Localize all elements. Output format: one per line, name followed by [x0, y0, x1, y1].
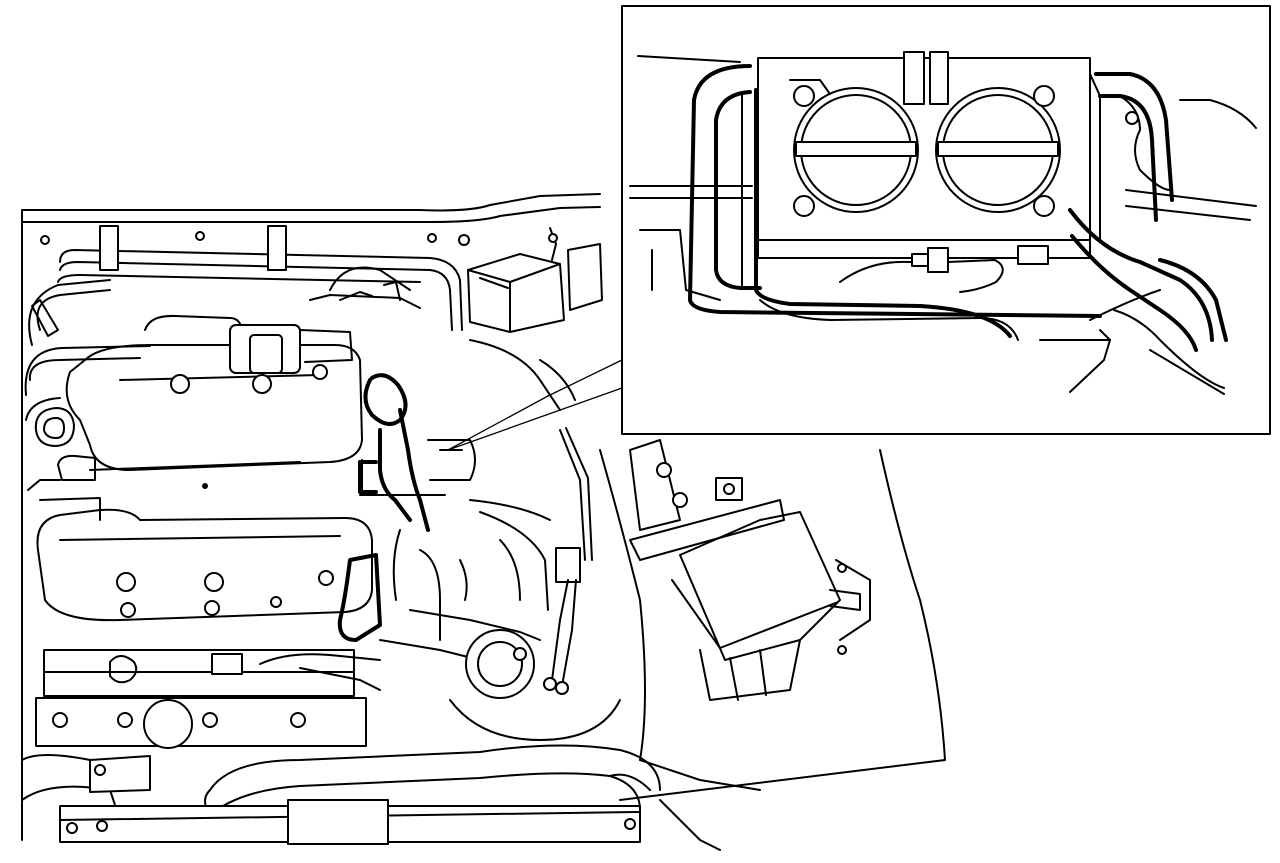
left-hoses — [26, 280, 150, 480]
fender-outline — [620, 450, 945, 800]
ignition-leads — [544, 428, 592, 694]
intake-plenum — [145, 268, 420, 374]
highlight-bracket — [360, 462, 376, 492]
bulkhead-outline — [22, 194, 600, 210]
throttle-body-detail-inset — [622, 6, 1270, 434]
radiator-hose — [22, 745, 660, 820]
cam-cover — [36, 650, 380, 748]
callout-pointer — [448, 360, 622, 450]
valve-cover-lower — [28, 480, 372, 620]
fuse-relay-boxes — [468, 228, 870, 700]
valve-cover-upper — [67, 345, 362, 489]
front-crossmember — [60, 800, 720, 850]
top-rails — [41, 226, 469, 330]
throttle-hoses — [340, 340, 575, 660]
engine-bay-drawing — [22, 194, 945, 850]
pulley — [450, 630, 620, 740]
